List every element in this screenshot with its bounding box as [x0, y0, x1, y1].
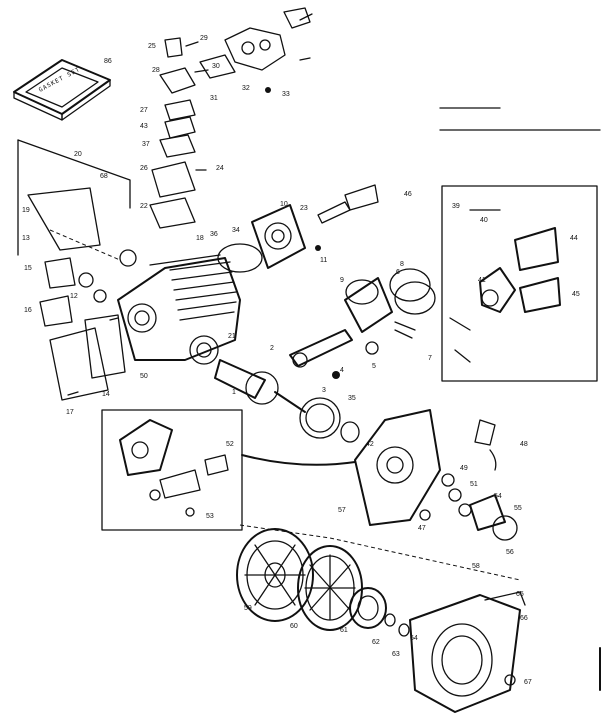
cylinder-crankcase [117, 243, 263, 361]
label-6: 6 [396, 269, 400, 276]
connector-curve [241, 454, 356, 466]
label-22: 22 [140, 203, 148, 210]
label-29: 29 [200, 35, 208, 42]
label-28: 28 [152, 67, 160, 74]
part-labels: 86 25 28 29 30 31 32 33 27 43 37 26 24 2… [22, 35, 580, 686]
label-11: 11 [320, 257, 327, 264]
label-14: 14 [102, 391, 110, 398]
label-51: 51 [470, 481, 478, 488]
carburetor-assembly [149, 7, 311, 229]
label-8: 8 [400, 261, 404, 268]
label-54: 54 [494, 493, 502, 500]
label-48: 48 [520, 441, 528, 448]
crankshaft [189, 335, 340, 413]
label-3: 3 [322, 387, 326, 394]
label-21: 21 [228, 333, 236, 340]
label-2: 2 [270, 345, 274, 352]
label-33: 33 [282, 91, 290, 98]
label-30: 30 [212, 63, 220, 70]
label-19: 19 [22, 207, 30, 214]
label-61: 61 [340, 627, 348, 634]
label-16: 16 [24, 307, 32, 314]
label-49: 49 [460, 465, 468, 472]
cylinder-head-plate [251, 204, 321, 269]
label-57: 57 [338, 507, 346, 514]
label-37: 37 [142, 141, 150, 148]
gasket-set-box: GASKET SET [13, 59, 111, 121]
label-67: 67 [524, 679, 532, 686]
label-13: 13 [22, 235, 30, 242]
spark-plug [317, 184, 379, 224]
label-60: 60 [290, 623, 298, 630]
label-23: 23 [300, 205, 308, 212]
left-bracket-panel [17, 139, 131, 261]
flywheel-housing [354, 409, 497, 526]
label-45: 45 [572, 291, 580, 298]
side-cover-parts [39, 249, 137, 401]
label-5: 5 [372, 363, 376, 370]
connecting-rod [289, 329, 379, 368]
label-24: 24 [216, 165, 224, 172]
starter-pulley [349, 587, 410, 637]
label-50: 50 [140, 373, 148, 380]
bearing-seal [299, 397, 360, 443]
label-86: 86 [104, 58, 112, 65]
label-27: 27 [140, 107, 148, 114]
label-4: 4 [340, 367, 344, 374]
label-40: 40 [480, 217, 488, 224]
label-64: 64 [410, 635, 418, 642]
label-66: 66 [520, 615, 528, 622]
label-41: 41 [478, 277, 486, 284]
label-63: 63 [392, 651, 400, 658]
label-43: 43 [140, 123, 148, 130]
label-39: 39 [452, 203, 460, 210]
label-32: 32 [242, 85, 250, 92]
label-17: 17 [66, 409, 74, 416]
label-52: 52 [226, 441, 234, 448]
label-18: 18 [196, 235, 204, 242]
label-20: 20 [74, 151, 82, 158]
label-7: 7 [428, 355, 432, 362]
label-47: 47 [418, 525, 426, 532]
piston-rings [344, 268, 436, 339]
label-46: 46 [404, 191, 412, 198]
label-1: 1 [232, 389, 236, 396]
ignition-inset-box [441, 185, 598, 382]
label-42: 42 [366, 441, 374, 448]
leader-lines [67, 13, 313, 396]
label-59: 59 [244, 605, 252, 612]
flywheel [236, 528, 314, 622]
label-34: 34 [232, 227, 240, 234]
screen-disk [297, 545, 363, 631]
label-44: 44 [570, 235, 578, 242]
label-12: 12 [70, 293, 78, 300]
label-36: 36 [210, 231, 218, 238]
label-31: 31 [210, 95, 218, 102]
label-56: 56 [506, 549, 514, 556]
small-parts-right [419, 473, 518, 541]
label-65: 65 [516, 591, 524, 598]
label-53: 53 [206, 513, 214, 520]
blower-housing [409, 591, 526, 713]
label-10: 10 [280, 201, 288, 208]
label-58: 58 [472, 563, 480, 570]
label-15: 15 [24, 265, 32, 272]
label-55: 55 [514, 505, 522, 512]
label-26: 26 [140, 165, 148, 172]
dashed-guide [239, 524, 521, 581]
label-68: 68 [100, 173, 108, 180]
label-35: 35 [348, 395, 356, 402]
label-62: 62 [372, 639, 380, 646]
magneto-inset-box [101, 409, 243, 531]
label-25: 25 [148, 43, 156, 50]
label-9: 9 [340, 277, 344, 284]
